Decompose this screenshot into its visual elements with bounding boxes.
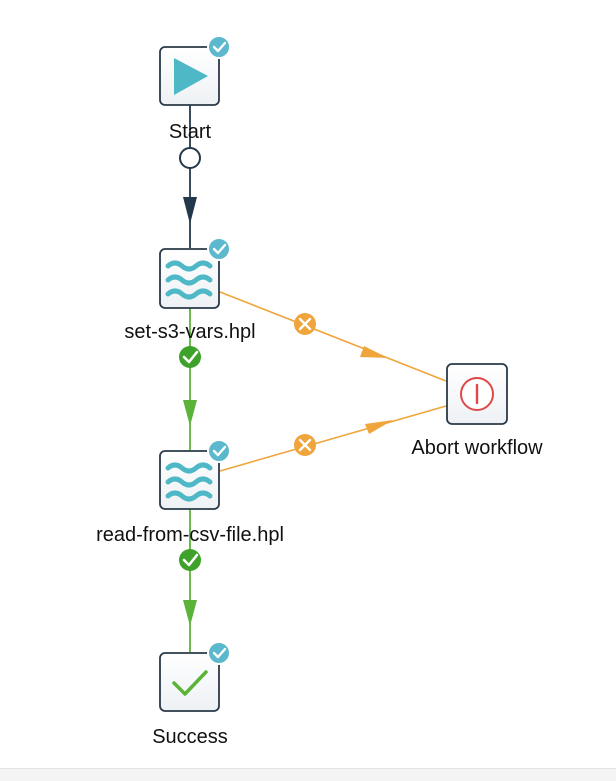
- hop-set-s3-vars-to-abort[interactable]: [219, 291, 447, 382]
- node-label-start: Start: [168, 121, 212, 143]
- node-check-badge-icon: [207, 439, 231, 463]
- hop-set-s3-vars-to-read-from-csv[interactable]: [179, 308, 201, 450]
- pipeline-waves-icon: [165, 260, 213, 300]
- node-success[interactable]: [159, 641, 231, 712]
- failure-hop-icon: [294, 434, 316, 456]
- failure-hop-icon: [294, 313, 316, 335]
- hop-read-from-csv-to-abort[interactable]: [219, 405, 447, 472]
- node-check-badge-icon: [207, 35, 231, 59]
- success-check-icon: [172, 670, 208, 696]
- node-abort-workflow[interactable]: [446, 363, 508, 425]
- node-set-s3-vars[interactable]: [159, 237, 231, 309]
- node-read-from-csv-file[interactable]: [159, 439, 231, 510]
- node-label-set-s3-vars: set-s3-vars.hpl: [124, 321, 256, 343]
- unconditional-hop-icon: [179, 147, 201, 169]
- node-label-abort-workflow: Abort workflow: [411, 437, 543, 459]
- node-label-read-from-csv-file: read-from-csv-file.hpl: [96, 524, 284, 546]
- node-label-success: Success: [152, 726, 228, 748]
- node-start[interactable]: [159, 35, 231, 106]
- success-hop-icon: [179, 549, 201, 571]
- hop-read-from-csv-to-success[interactable]: [179, 508, 201, 652]
- abort-exclamation-icon: [460, 377, 494, 411]
- success-hop-icon: [179, 346, 201, 368]
- canvas-bottom-bar: [0, 768, 616, 781]
- pipeline-waves-icon: [165, 462, 213, 502]
- node-check-badge-icon: [207, 237, 231, 261]
- hop-start-to-set-s3-vars[interactable]: [179, 105, 201, 248]
- start-play-icon: [174, 58, 208, 95]
- node-check-badge-icon: [207, 641, 231, 665]
